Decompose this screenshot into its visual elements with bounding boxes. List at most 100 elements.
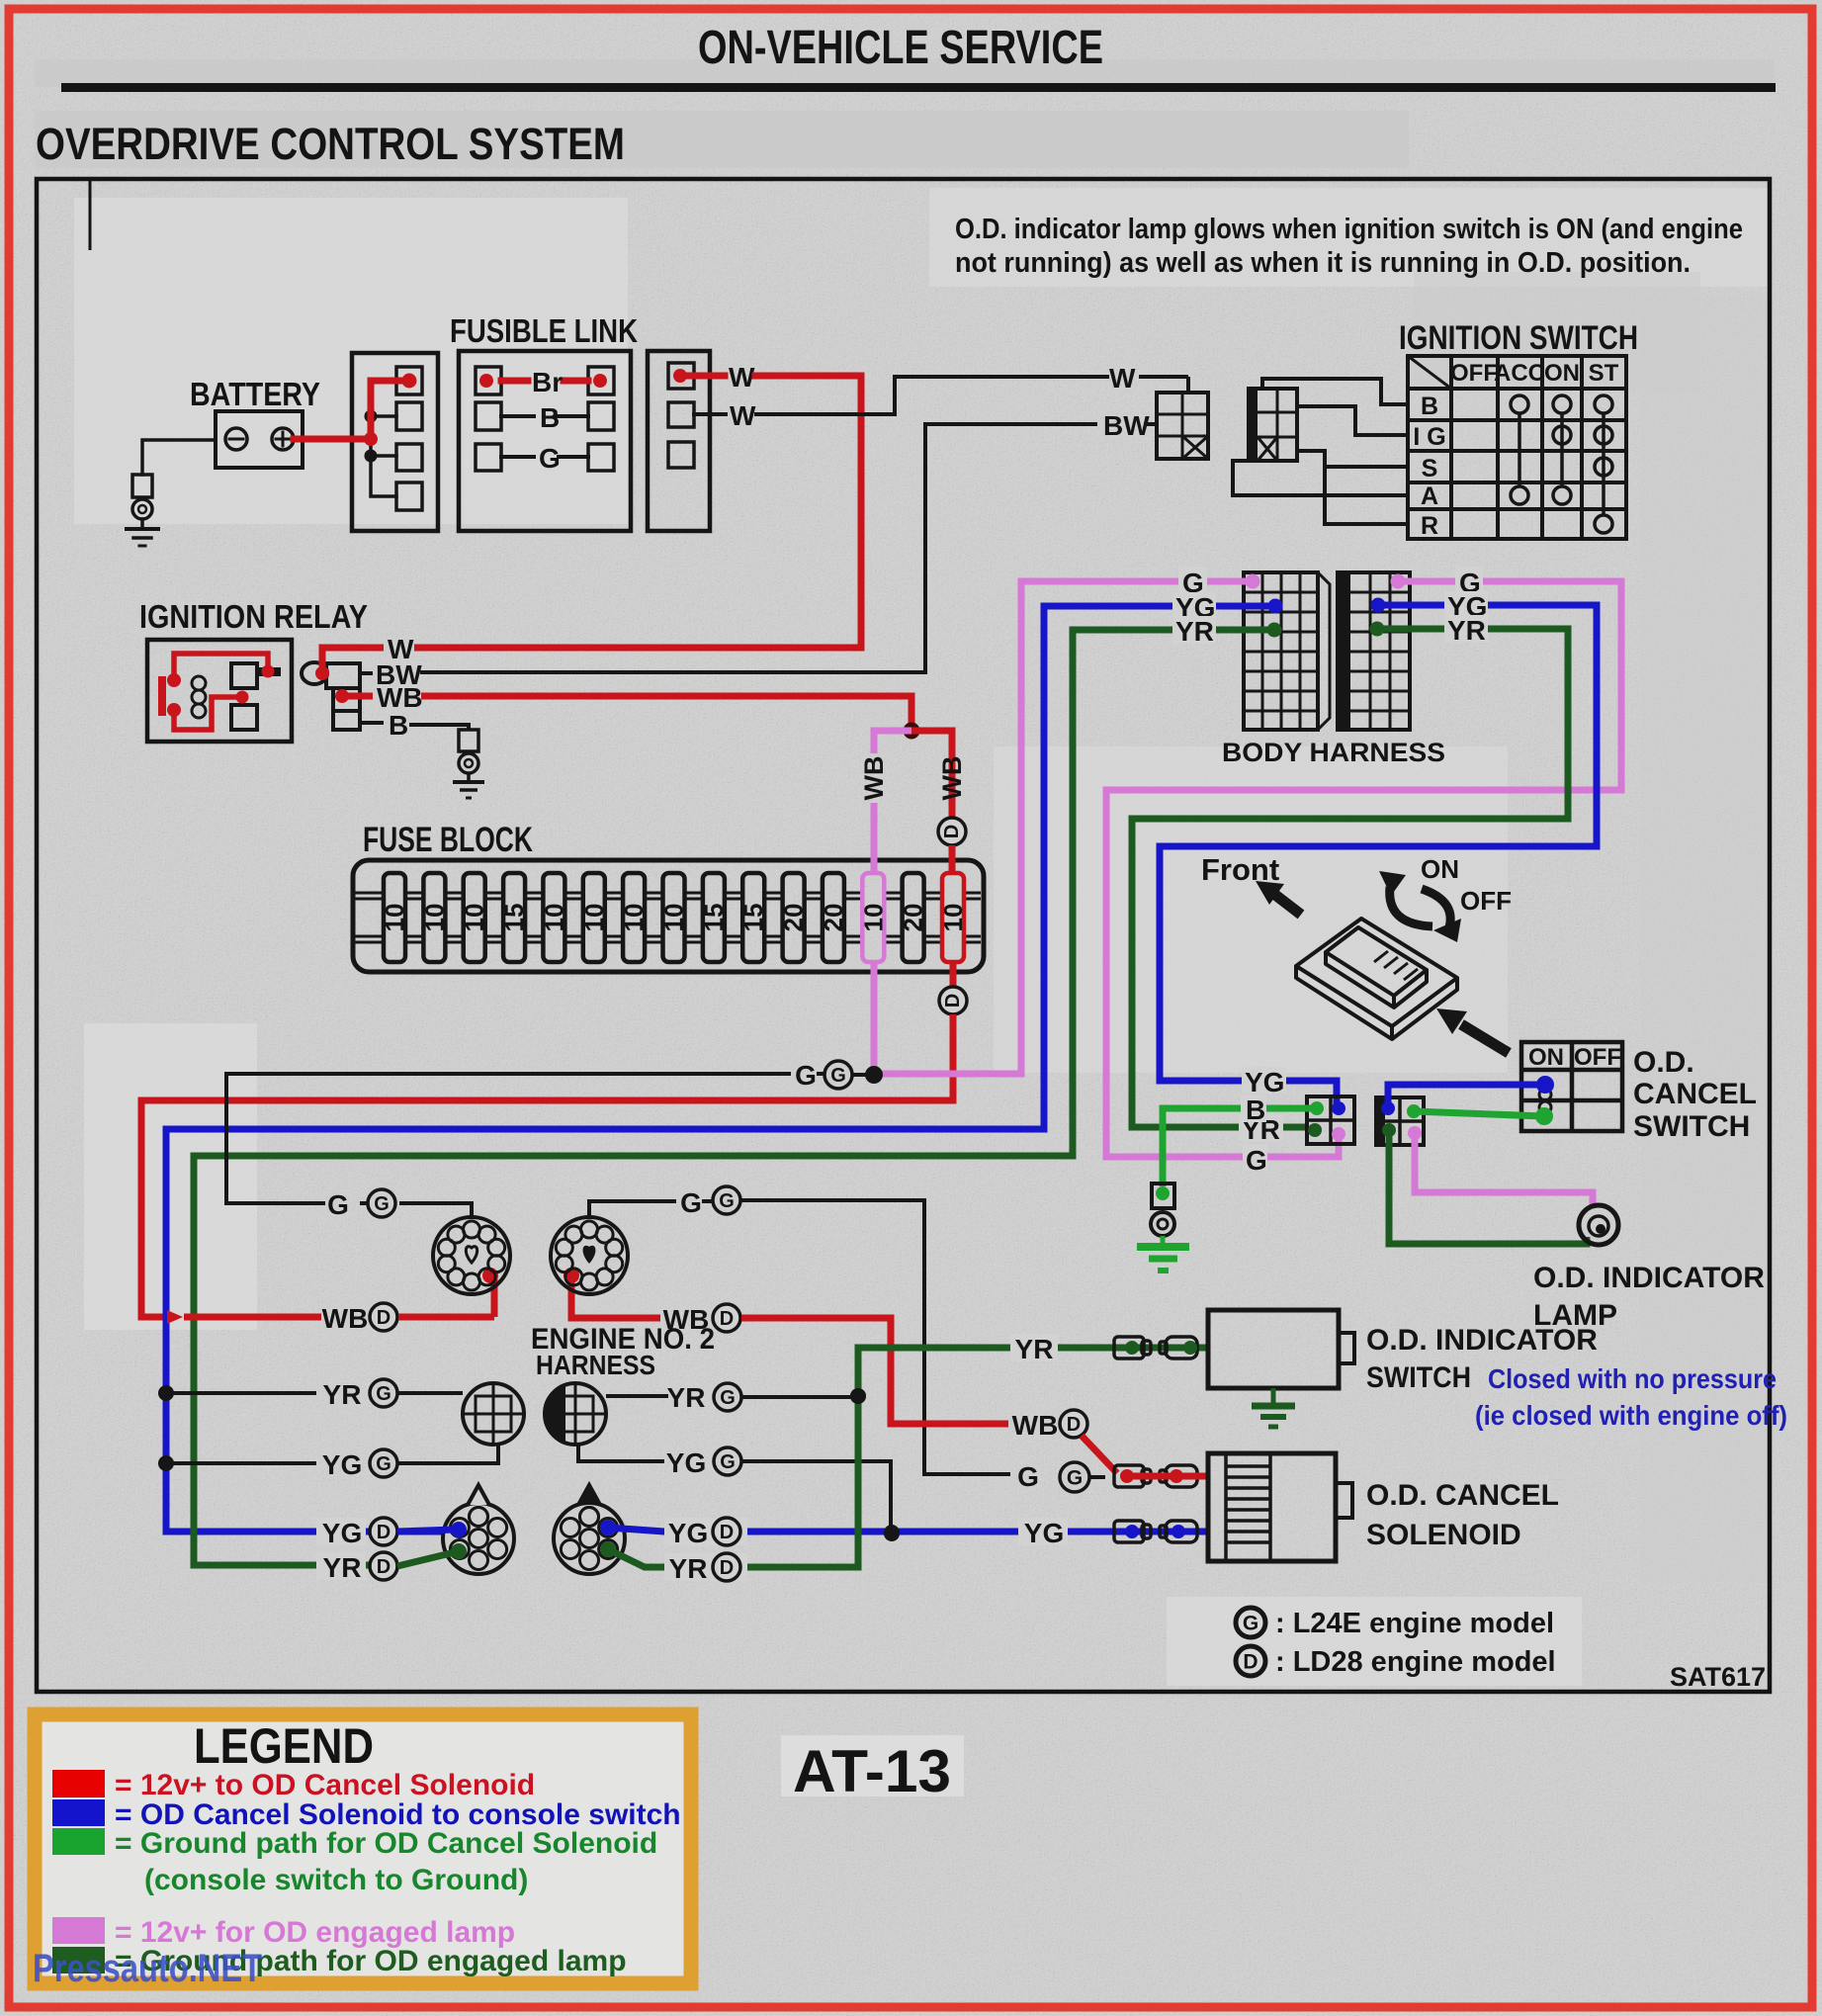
svg-text:G: G xyxy=(720,1387,736,1409)
svg-text:W: W xyxy=(730,400,756,431)
svg-text:D: D xyxy=(377,1556,390,1578)
svg-text:G: G xyxy=(539,443,561,474)
svg-text:ENGINE NO. 2: ENGINE NO. 2 xyxy=(531,1323,715,1356)
svg-text:G: G xyxy=(1243,1613,1258,1635)
svg-text:W: W xyxy=(388,634,414,664)
svg-text:20: 20 xyxy=(779,904,809,932)
svg-text:S: S xyxy=(1422,455,1438,482)
svg-text:B: B xyxy=(389,710,408,741)
svg-text:B: B xyxy=(1421,393,1438,420)
svg-text:Front: Front xyxy=(1201,852,1279,887)
svg-text:WB: WB xyxy=(859,756,889,801)
svg-text:Br: Br xyxy=(532,367,563,397)
svg-text:: L24E engine model: : L24E engine model xyxy=(1275,1608,1554,1639)
svg-text:O.D.: O.D. xyxy=(1633,1046,1694,1079)
svg-text:ON: ON xyxy=(1528,1044,1564,1071)
svg-text:ON-VEHICLE SERVICE: ON-VEHICLE SERVICE xyxy=(698,22,1103,74)
svg-text:YG: YG xyxy=(322,1449,362,1480)
svg-text:O.D. INDICATOR: O.D. INDICATOR xyxy=(1533,1262,1765,1294)
svg-text:YG: YG xyxy=(1024,1518,1064,1548)
svg-text:ACC: ACC xyxy=(1494,360,1545,387)
svg-text:ON: ON xyxy=(1421,854,1459,884)
svg-text:G: G xyxy=(1246,1145,1267,1176)
svg-text:G: G xyxy=(1017,1461,1039,1492)
svg-text:D: D xyxy=(941,825,963,838)
svg-text:FUSE BLOCK: FUSE BLOCK xyxy=(363,821,533,859)
svg-text:10: 10 xyxy=(579,904,609,932)
svg-text:10: 10 xyxy=(938,904,968,932)
svg-text:YG: YG xyxy=(1245,1067,1284,1097)
svg-text:D: D xyxy=(1067,1414,1081,1436)
svg-text:IGNITION RELAY: IGNITION RELAY xyxy=(139,598,368,635)
svg-text:15: 15 xyxy=(499,904,529,932)
svg-text:IGNITION SWITCH: IGNITION SWITCH xyxy=(1399,319,1638,357)
svg-text:= 12v+ to OD Cancel Solenoid: = 12v+ to OD Cancel Solenoid xyxy=(115,1769,535,1801)
svg-text:LEGEND: LEGEND xyxy=(194,1718,374,1774)
svg-text:G: G xyxy=(830,1065,846,1087)
svg-text:10: 10 xyxy=(380,904,409,932)
svg-text:10: 10 xyxy=(619,904,649,932)
svg-text:YR: YR xyxy=(323,1552,362,1583)
svg-text:10: 10 xyxy=(659,904,689,932)
svg-text:YR: YR xyxy=(1447,615,1486,646)
svg-text:= Ground path for OD Cancel So: = Ground path for OD Cancel Solenoid xyxy=(115,1827,657,1860)
svg-text:YR: YR xyxy=(669,1553,708,1584)
svg-text:YR: YR xyxy=(1015,1334,1054,1364)
svg-text:WB: WB xyxy=(1012,1410,1059,1441)
svg-text:= 12v+ for OD engaged lamp: = 12v+ for OD engaged lamp xyxy=(115,1916,515,1949)
svg-text:G: G xyxy=(1067,1467,1083,1490)
svg-text:D: D xyxy=(1243,1651,1258,1674)
svg-text:D: D xyxy=(942,994,964,1008)
svg-text:G: G xyxy=(680,1187,702,1218)
svg-text:= Ground path for OD engaged l: = Ground path for OD engaged lamp xyxy=(115,1945,627,1977)
svg-text:YG: YG xyxy=(666,1447,706,1478)
svg-text:BW: BW xyxy=(1103,410,1150,441)
svg-text:D: D xyxy=(377,1307,390,1329)
svg-text:YG: YG xyxy=(668,1518,708,1548)
svg-text:OFF: OFF xyxy=(1574,1044,1621,1071)
svg-text:OVERDRIVE CONTROL SYSTEM: OVERDRIVE CONTROL SYSTEM xyxy=(36,119,625,169)
svg-text:G: G xyxy=(1459,568,1481,598)
svg-text:10: 10 xyxy=(460,904,489,932)
svg-text:A: A xyxy=(1421,482,1438,510)
svg-text:15: 15 xyxy=(699,904,729,932)
svg-text:not running) as well as when i: not running) as well as when it is runni… xyxy=(955,247,1691,279)
svg-text:G: G xyxy=(374,1193,390,1215)
svg-text:G: G xyxy=(720,1451,736,1473)
svg-text:OFF: OFF xyxy=(1460,886,1512,916)
svg-text:SAT617: SAT617 xyxy=(1670,1662,1766,1692)
svg-text:D: D xyxy=(377,1522,390,1543)
svg-text:R: R xyxy=(1421,512,1438,540)
svg-text:: LD28 engine model: : LD28 engine model xyxy=(1275,1646,1556,1678)
svg-text:D: D xyxy=(720,1308,734,1330)
svg-text:(console switch to Ground): (console switch to Ground) xyxy=(144,1864,528,1896)
svg-text:LAMP: LAMP xyxy=(1533,1299,1617,1332)
svg-text:OFF: OFF xyxy=(1450,360,1498,387)
svg-text:CANCEL: CANCEL xyxy=(1633,1078,1757,1110)
svg-text:YR: YR xyxy=(323,1379,362,1410)
svg-text:WB: WB xyxy=(377,682,423,713)
svg-text:Pressauto.NET: Pressauto.NET xyxy=(33,1947,262,1990)
svg-text:YR: YR xyxy=(1175,616,1214,647)
svg-text:WB: WB xyxy=(663,1304,710,1335)
svg-text:D: D xyxy=(720,1557,734,1579)
svg-text:O.D. indicator lamp glows when: O.D. indicator lamp glows when ignition … xyxy=(955,214,1743,245)
svg-text:10: 10 xyxy=(419,904,449,932)
svg-text:FUSIBLE LINK: FUSIBLE LINK xyxy=(450,312,638,349)
svg-text:O.D. CANCEL: O.D. CANCEL xyxy=(1366,1479,1559,1512)
svg-text:(ie closed with engine off): (ie closed with engine off) xyxy=(1475,1400,1787,1431)
svg-text:B: B xyxy=(540,402,560,433)
svg-text:= OD Cancel Solenoid to consol: = OD Cancel Solenoid to console switch xyxy=(115,1798,681,1831)
svg-text:20: 20 xyxy=(899,904,928,932)
svg-text:15: 15 xyxy=(738,904,768,932)
svg-text:HARNESS: HARNESS xyxy=(536,1350,655,1380)
svg-text:20: 20 xyxy=(819,904,848,932)
svg-text:WB: WB xyxy=(322,1303,369,1334)
svg-text:SOLENOID: SOLENOID xyxy=(1366,1519,1521,1551)
svg-text:BATTERY: BATTERY xyxy=(190,376,320,412)
svg-text:AT-13: AT-13 xyxy=(793,1738,951,1804)
svg-text:BODY HARNESS: BODY HARNESS xyxy=(1222,738,1445,767)
svg-text:G: G xyxy=(327,1189,349,1220)
svg-text:SWITCH: SWITCH xyxy=(1366,1361,1471,1394)
svg-text:G: G xyxy=(376,1453,391,1475)
